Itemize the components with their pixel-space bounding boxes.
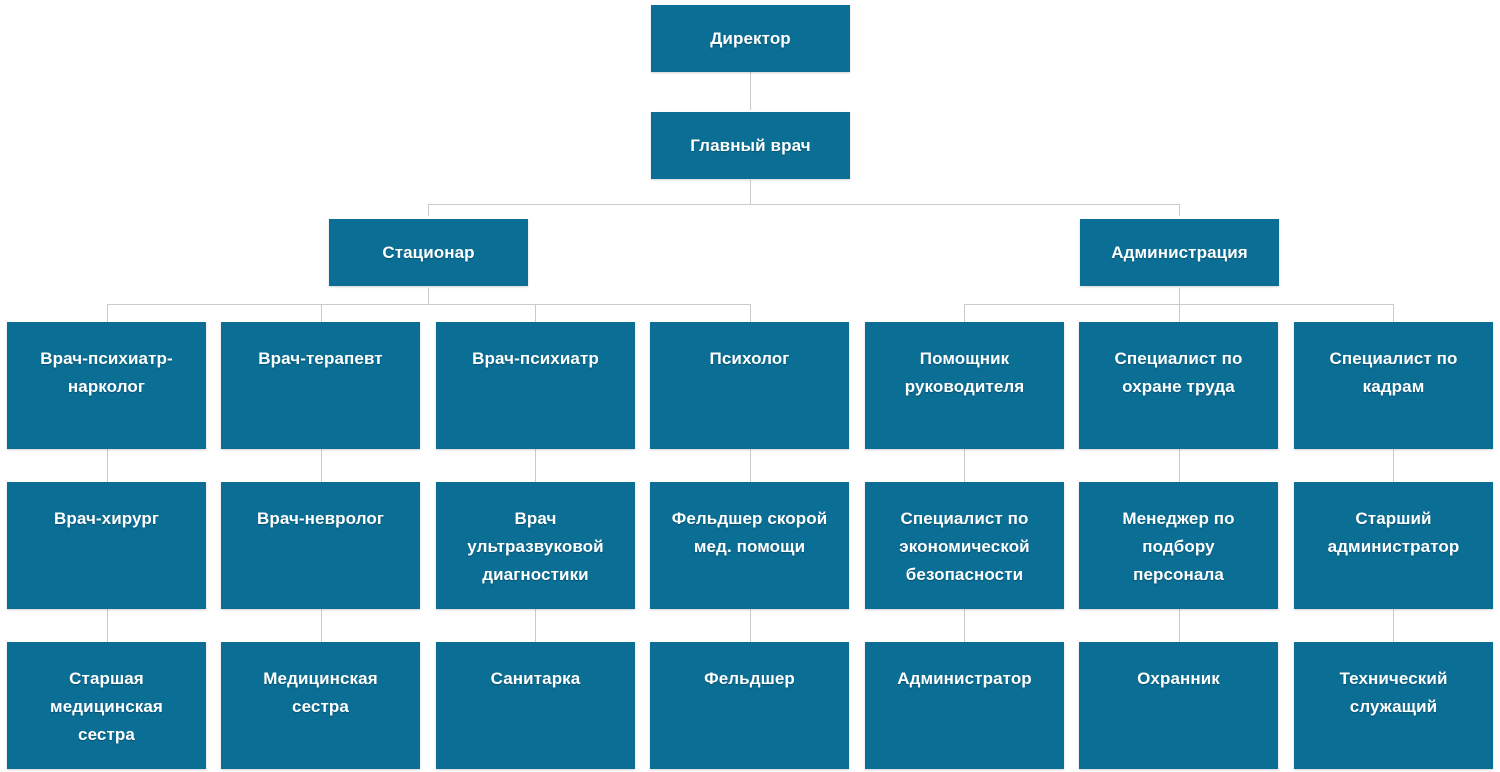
connector-bus-to-administration xyxy=(1179,204,1180,216)
node-administration[interactable]: Администрация xyxy=(1080,219,1279,286)
connector-administration-to-c7 xyxy=(1393,304,1394,322)
node-technical-staff[interactable]: Технический служащий xyxy=(1294,642,1493,769)
connector-director-to-chief xyxy=(750,72,751,110)
node-administration-label: Администрация xyxy=(1111,242,1248,262)
connector-inpatient-to-c2 xyxy=(321,304,322,322)
connector-rowa-to-rowb-c2 xyxy=(321,449,322,482)
connector-branch-bus xyxy=(428,204,1180,205)
connector-rowa-to-rowb-c1 xyxy=(107,449,108,482)
node-economic-security-specialist-label: Специалист по экономической безопасности xyxy=(899,509,1030,584)
connector-inpatient-drop xyxy=(428,288,429,304)
connector-inpatient-bus xyxy=(107,304,750,305)
connector-administration-to-c6 xyxy=(1179,304,1180,322)
node-director[interactable]: Директор xyxy=(651,5,850,72)
node-neurologist[interactable]: Врач-невролог xyxy=(221,482,420,609)
connector-chief-drop xyxy=(750,180,751,204)
node-hr-specialist[interactable]: Специалист по кадрам xyxy=(1294,322,1493,449)
connector-rowb-to-rowc-c7 xyxy=(1393,609,1394,642)
node-psychologist-label: Психолог xyxy=(709,349,790,368)
connector-inpatient-to-c4 xyxy=(750,304,751,322)
node-psychiatrist-label: Врач-психиатр xyxy=(472,349,599,368)
connector-administration-to-c5 xyxy=(964,304,965,322)
connector-administration-bus xyxy=(964,304,1393,305)
node-economic-security-specialist[interactable]: Специалист по экономической безопасности xyxy=(865,482,1064,609)
node-psychiatrist[interactable]: Врач-психиатр xyxy=(436,322,635,449)
connector-rowb-to-rowc-c2 xyxy=(321,609,322,642)
node-ultrasound-doctor[interactable]: Врач ультразвуковой диагностики xyxy=(436,482,635,609)
node-psychiatrist-narcologist[interactable]: Врач-психиатр- нарколог xyxy=(7,322,206,449)
node-head-assistant-label: Помощник руководителя xyxy=(904,349,1025,396)
node-hr-specialist-label: Специалист по кадрам xyxy=(1329,349,1458,396)
node-technical-staff-label: Технический служащий xyxy=(1339,669,1448,716)
node-director-label: Директор xyxy=(710,28,791,48)
connector-rowa-to-rowb-c6 xyxy=(1179,449,1180,482)
connector-inpatient-to-c3 xyxy=(535,304,536,322)
connector-rowa-to-rowb-c5 xyxy=(964,449,965,482)
connector-rowb-to-rowc-c5 xyxy=(964,609,965,642)
node-orderly-label: Санитарка xyxy=(490,669,581,688)
node-paramedic[interactable]: Фельдшер xyxy=(650,642,849,769)
node-chief-doctor-label: Главный врач xyxy=(690,135,811,155)
node-nurse[interactable]: Медицинская сестра xyxy=(221,642,420,769)
connector-bus-to-inpatient xyxy=(428,204,429,216)
connector-rowa-to-rowb-c7 xyxy=(1393,449,1394,482)
node-nurse-label: Медицинская сестра xyxy=(263,669,378,716)
node-senior-administrator[interactable]: Старший администратор xyxy=(1294,482,1493,609)
node-inpatient-label: Стационар xyxy=(382,242,475,262)
node-labor-safety-specialist-label: Специалист по охране труда xyxy=(1114,349,1243,396)
node-ultrasound-doctor-label: Врач ультразвуковой диагностики xyxy=(467,509,604,584)
node-recruitment-manager[interactable]: Менеджер по подбору персонала xyxy=(1079,482,1278,609)
node-surgeon-label: Врач-хирург xyxy=(53,509,160,528)
node-security-guard[interactable]: Охранник xyxy=(1079,642,1278,769)
node-neurologist-label: Врач-невролог xyxy=(256,509,385,528)
connector-rowa-to-rowb-c4 xyxy=(750,449,751,482)
connector-rowb-to-rowc-c6 xyxy=(1179,609,1180,642)
node-therapist-label: Врач-терапевт xyxy=(258,349,383,368)
node-chief-doctor[interactable]: Главный врач xyxy=(651,112,850,179)
connector-inpatient-to-c1 xyxy=(107,304,108,322)
node-administrator[interactable]: Администратор xyxy=(865,642,1064,769)
node-therapist[interactable]: Врач-терапевт xyxy=(221,322,420,449)
node-recruitment-manager-label: Менеджер по подбору персонала xyxy=(1122,509,1235,584)
node-psychologist[interactable]: Психолог xyxy=(650,322,849,449)
connector-rowb-to-rowc-c1 xyxy=(107,609,108,642)
node-inpatient[interactable]: Стационар xyxy=(329,219,528,286)
node-head-assistant[interactable]: Помощник руководителя xyxy=(865,322,1064,449)
connector-rowa-to-rowb-c3 xyxy=(535,449,536,482)
node-administrator-label: Администратор xyxy=(897,669,1032,688)
node-head-nurse[interactable]: Старшая медицинская сестра xyxy=(7,642,206,769)
node-surgeon[interactable]: Врач-хирург xyxy=(7,482,206,609)
node-senior-administrator-label: Старший администратор xyxy=(1327,509,1460,556)
node-psychiatrist-narcologist-label: Врач-психиатр- нарколог xyxy=(40,349,173,396)
node-orderly[interactable]: Санитарка xyxy=(436,642,635,769)
connector-rowb-to-rowc-c4 xyxy=(750,609,751,642)
node-emergency-paramedic[interactable]: Фельдшер скорой мед. помощи xyxy=(650,482,849,609)
node-security-guard-label: Охранник xyxy=(1137,669,1220,688)
node-emergency-paramedic-label: Фельдшер скорой мед. помощи xyxy=(671,509,828,556)
connector-administration-drop xyxy=(1179,288,1180,304)
node-head-nurse-label: Старшая медицинская сестра xyxy=(50,669,163,744)
node-paramedic-label: Фельдшер xyxy=(704,669,795,688)
connector-rowb-to-rowc-c3 xyxy=(535,609,536,642)
node-labor-safety-specialist[interactable]: Специалист по охране труда xyxy=(1079,322,1278,449)
